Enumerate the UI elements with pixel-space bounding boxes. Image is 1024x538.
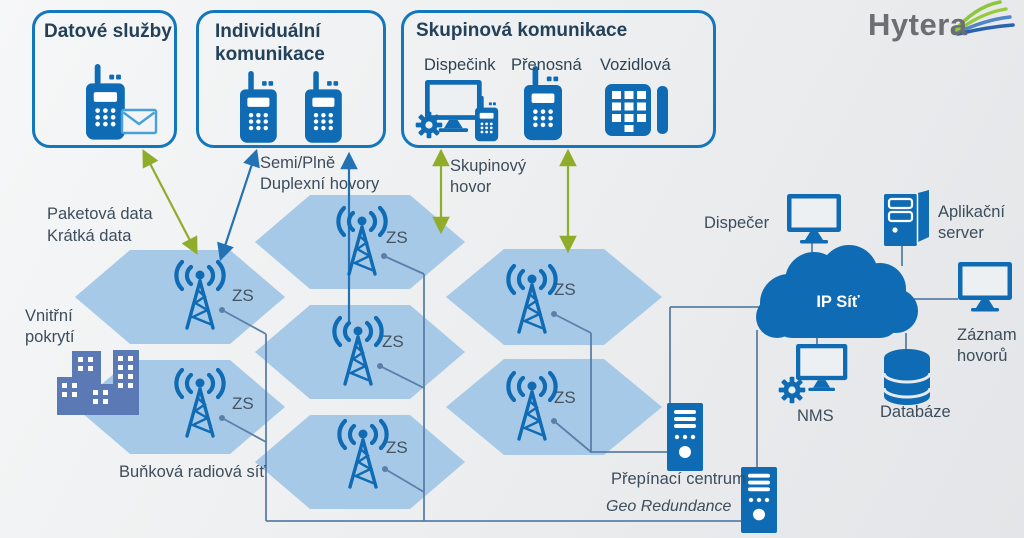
switching-center-server-icon xyxy=(667,403,703,471)
geo-redundance-server-icon xyxy=(741,467,777,533)
label-ip-cloud: IP Síť xyxy=(816,293,860,311)
box-group-communication xyxy=(401,10,716,148)
label-call-recording-line2: hovorů xyxy=(957,347,1008,365)
label-packet-data: Paketová data xyxy=(47,205,153,223)
portable-radio-icon xyxy=(240,71,277,143)
portable-radio-icon xyxy=(305,71,342,143)
hexagon-cell xyxy=(255,195,465,289)
label-zs: ZS xyxy=(232,394,254,413)
portable-radio-icon xyxy=(86,64,125,140)
label-zs: ZS xyxy=(554,388,576,407)
label-indoor-line1: Vnitřní xyxy=(25,307,73,325)
box-title-group: Skupinová komunikace xyxy=(416,20,628,41)
label-vehicle: Vozidlová xyxy=(600,56,671,74)
label-nms: NMS xyxy=(797,407,834,425)
buildings-icon xyxy=(57,350,139,415)
label-call-recording-line1: Záznam xyxy=(957,326,1017,344)
label-app-server-line2: server xyxy=(938,224,984,242)
label-cellular-network: Buňková radiová síť xyxy=(119,463,266,481)
dispatcher-monitor-icon xyxy=(787,194,841,244)
label-zs: ZS xyxy=(554,280,576,299)
portable-radio-icon xyxy=(524,66,562,141)
mobile-radio-icon xyxy=(605,84,668,136)
label-zs: ZS xyxy=(232,286,254,305)
label-group-call-line2: hovor xyxy=(450,178,492,196)
label-duplex-line1: Semi/Plně xyxy=(260,154,336,172)
hexagon-cell xyxy=(255,305,465,399)
label-dispatcher: Dispečer xyxy=(704,214,770,232)
call-recording-monitor-icon xyxy=(958,262,1012,312)
box-data-services xyxy=(32,10,177,148)
box-individual-communication xyxy=(196,10,386,148)
ip-cloud-icon xyxy=(756,245,918,338)
hexagon-cell xyxy=(446,359,662,455)
box-title-data-services: Datové služby xyxy=(44,21,172,42)
hytera-logo-text: Hytera xyxy=(868,7,968,42)
hytera-wing-icon xyxy=(951,0,1015,36)
message-envelope-icon xyxy=(120,108,158,135)
connector-lines xyxy=(219,243,958,522)
core-icons xyxy=(667,188,1012,533)
label-short-data: Krátká data xyxy=(47,227,132,245)
cell-grid xyxy=(75,195,662,509)
box-title-individual-line2: komunikace xyxy=(215,44,325,65)
nms-monitor-icon xyxy=(796,344,848,392)
label-dispatching: Dispečink xyxy=(424,56,496,74)
database-icon xyxy=(882,347,932,407)
label-group-call-line1: Skupinový xyxy=(450,157,527,175)
label-portable: Přenosná xyxy=(511,56,582,74)
hexagon-cell xyxy=(75,250,285,344)
arrow-individual-1 xyxy=(217,148,260,262)
label-zs: ZS xyxy=(386,438,408,457)
label-database: Databáze xyxy=(880,403,951,421)
label-geo-redundance: Geo Redundance xyxy=(606,498,732,515)
arrow-data-services xyxy=(142,149,198,255)
service-arrows xyxy=(142,148,577,321)
label-indoor-line2: pokrytí xyxy=(25,328,75,346)
label-app-server-line1: Aplikační xyxy=(938,203,1005,221)
label-zs: ZS xyxy=(386,228,408,247)
gear-icon xyxy=(778,376,806,404)
gear-icon xyxy=(415,111,443,139)
hexagon-cell xyxy=(446,249,662,345)
label-switching-center: Přepínací centrum xyxy=(611,470,746,488)
application-server-icon xyxy=(882,188,931,248)
box-title-individual-line1: Individuální xyxy=(215,21,321,42)
label-zs: ZS xyxy=(382,332,404,351)
label-duplex-line2: Duplexní hovory xyxy=(260,175,380,193)
